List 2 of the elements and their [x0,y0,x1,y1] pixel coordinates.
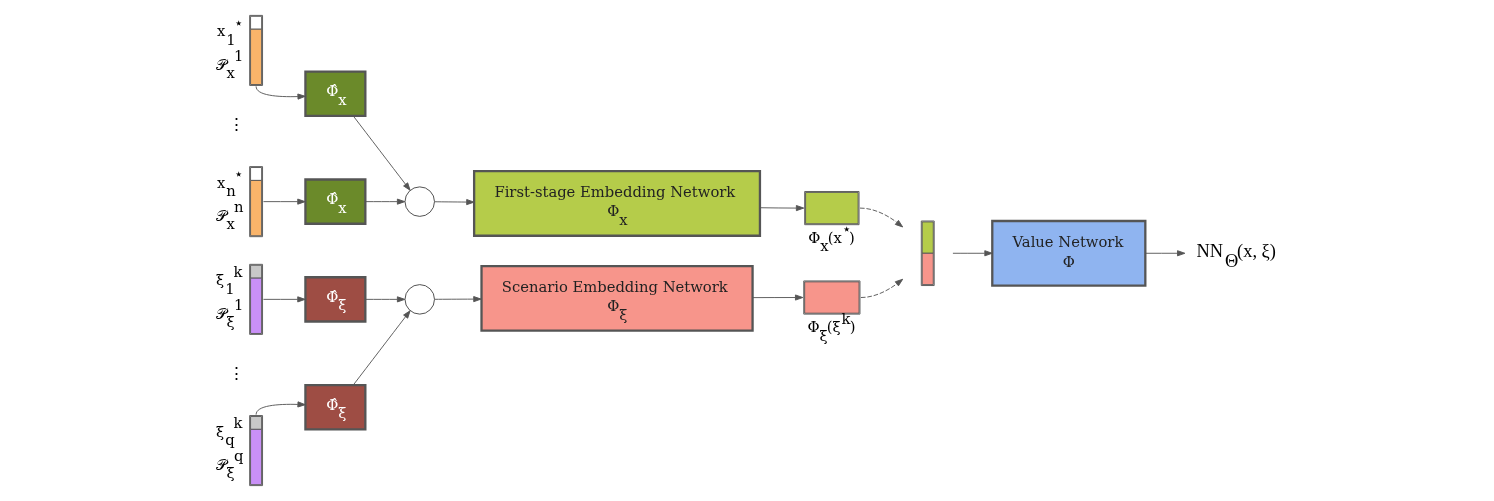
label: ⋮ [227,364,245,384]
label: ⋮ [227,115,245,135]
